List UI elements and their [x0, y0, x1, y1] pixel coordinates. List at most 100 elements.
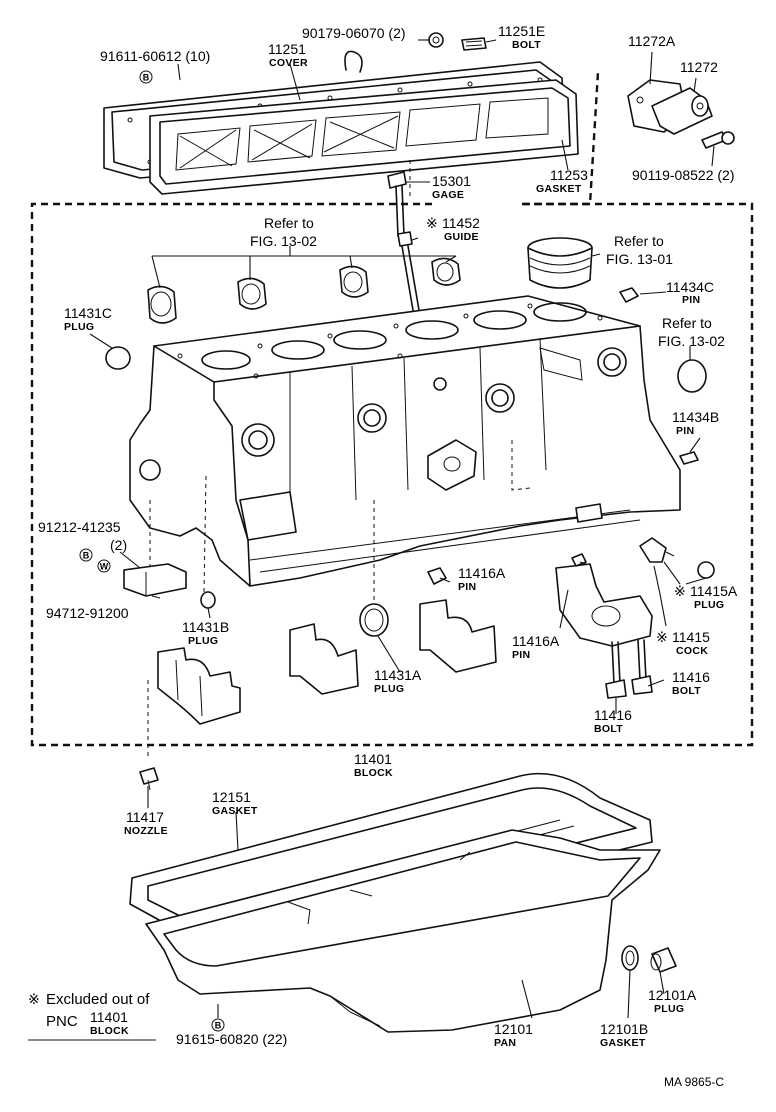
plug-11431A	[359, 603, 389, 637]
ref-fig-13-02-right-line1: Refer to	[662, 315, 712, 331]
bolt-90119	[701, 131, 735, 149]
label-11434C: 11434C	[666, 279, 714, 295]
cylinder-block-11401	[129, 295, 681, 587]
label-11434B: 11434B	[672, 409, 719, 425]
name-12101B: GASKET	[600, 1037, 646, 1049]
ref-fig-13-02-right-line2: FIG. 13-02	[658, 333, 725, 349]
name-11431A: PLUG	[374, 683, 404, 695]
gage-guide-11452	[397, 231, 421, 317]
name-11415A: PLUG	[694, 599, 724, 611]
bolt-11251E	[461, 37, 487, 51]
name-11415: COCK	[676, 645, 708, 657]
name-15301: GAGE	[432, 189, 464, 201]
name-11417: NOZZLE	[124, 825, 168, 837]
name-11434C: PIN	[682, 294, 700, 306]
label-15301: 15301	[432, 173, 471, 189]
excluded-mark-11415A: ※	[674, 584, 686, 600]
ref-fig-13-02-top-line2: FIG. 13-02	[250, 233, 317, 249]
label-91615: 91615-60820 (22)	[176, 1031, 287, 1047]
qty-91212: (2)	[110, 537, 127, 553]
nut-90179	[428, 32, 444, 48]
leader-lines	[89, 39, 715, 1019]
label-11401: 11401	[354, 751, 392, 767]
plug-11431C	[105, 346, 131, 370]
label-91611: 91611-60612 (10)	[100, 48, 210, 64]
ref-fig-13-01-line2: FIG. 13-01	[606, 251, 673, 267]
rear-bearing-cap	[555, 563, 653, 647]
block-assembly-boundary	[30, 71, 754, 747]
excluded-mark-11415: ※	[656, 630, 668, 646]
label-11416-right: 11416	[672, 669, 710, 685]
pin-11416A-upper	[427, 567, 447, 585]
circle-symbol-w: W	[97, 559, 111, 573]
label-11431B: 11431B	[182, 619, 229, 635]
piston-reference	[527, 237, 593, 289]
label-11431A: 11431A	[374, 667, 422, 683]
plug-ref-right	[677, 359, 707, 393]
assembly-guides	[147, 160, 531, 760]
label-11272A: 11272A	[628, 33, 676, 49]
label-12151: 12151	[212, 789, 251, 805]
main-bearing-cap-2	[289, 623, 359, 695]
name-11251: COVER	[269, 57, 308, 69]
main-bearing-cap-1	[157, 647, 241, 725]
note-pnc: PNC	[46, 1013, 78, 1030]
name-12101: PAN	[494, 1037, 516, 1049]
name-11416-right: BOLT	[672, 685, 701, 697]
oil-pan-12101	[145, 829, 661, 1033]
gasket-11253	[149, 79, 579, 195]
label-90179: 90179-06070 (2)	[302, 25, 406, 41]
label-11416-left: 11416	[594, 707, 632, 723]
drawing-code: MA 9865-C	[664, 1075, 724, 1089]
label-11251E: 11251E	[498, 23, 545, 39]
label-11452: 11452	[442, 215, 480, 231]
excluded-mark-11452: ※	[426, 216, 438, 232]
label-12101A: 12101A	[648, 987, 697, 1003]
pin-11434B	[679, 451, 699, 465]
bolts-11416	[605, 639, 653, 699]
label-11415: 11415	[672, 629, 710, 645]
label-11272: 11272	[680, 59, 718, 75]
oil-gage-15301	[387, 171, 407, 237]
circle-symbol-b-top: B	[139, 70, 153, 84]
ref-fig-13-02-top-line1: Refer to	[264, 215, 314, 231]
svg-text:W: W	[100, 562, 109, 572]
label-90119: 90119-08522 (2)	[632, 167, 734, 183]
cam-bearings	[147, 257, 461, 324]
label-11431C: 11431C	[64, 305, 112, 321]
part-labels: 91611-60612 (10) 11251 COVER 90179-06070…	[38, 23, 738, 1049]
name-12101A: PLUG	[654, 1003, 684, 1015]
circle-symbol-b-mid: B	[79, 548, 93, 562]
pin-11434C	[619, 287, 639, 303]
name-11253: GASKET	[536, 183, 582, 195]
ref-fig-13-01-line1: Refer to	[614, 233, 664, 249]
svg-text:B: B	[83, 551, 90, 561]
label-11416A-upper: 11416A	[458, 565, 506, 581]
plug-11415A	[697, 561, 715, 579]
excluded-mark-note: ※	[28, 992, 40, 1008]
cock-11415	[639, 537, 675, 563]
name-11416A-lower: PIN	[512, 649, 530, 661]
label-11251: 11251	[268, 41, 306, 57]
label-91212: 91212-41235	[38, 519, 121, 535]
label-11416A-lower: 11416A	[512, 633, 560, 649]
svg-text:B: B	[215, 1021, 222, 1031]
label-12101: 12101	[494, 1021, 533, 1037]
mount-bracket-94712	[123, 563, 187, 597]
label-11417: 11417	[126, 809, 164, 825]
name-12151: GASKET	[212, 805, 258, 817]
note-line1: Excluded out of	[46, 991, 150, 1008]
name-11416A-upper: PIN	[458, 581, 476, 593]
label-94712: 94712-91200	[46, 605, 129, 621]
exclusion-note: ※ Excluded out of PNC 11401 BLOCK	[28, 991, 156, 1041]
name-11434B: PIN	[676, 425, 694, 437]
svg-text:B: B	[143, 73, 150, 83]
main-bearing-cap-3	[419, 599, 497, 673]
name-11452: GUIDE	[444, 231, 479, 243]
circle-symbol-b-bottom: B	[211, 1018, 225, 1032]
label-11415A: 11415A	[690, 583, 738, 599]
name-11431B: PLUG	[188, 635, 218, 647]
gasket-12101B	[621, 945, 639, 971]
